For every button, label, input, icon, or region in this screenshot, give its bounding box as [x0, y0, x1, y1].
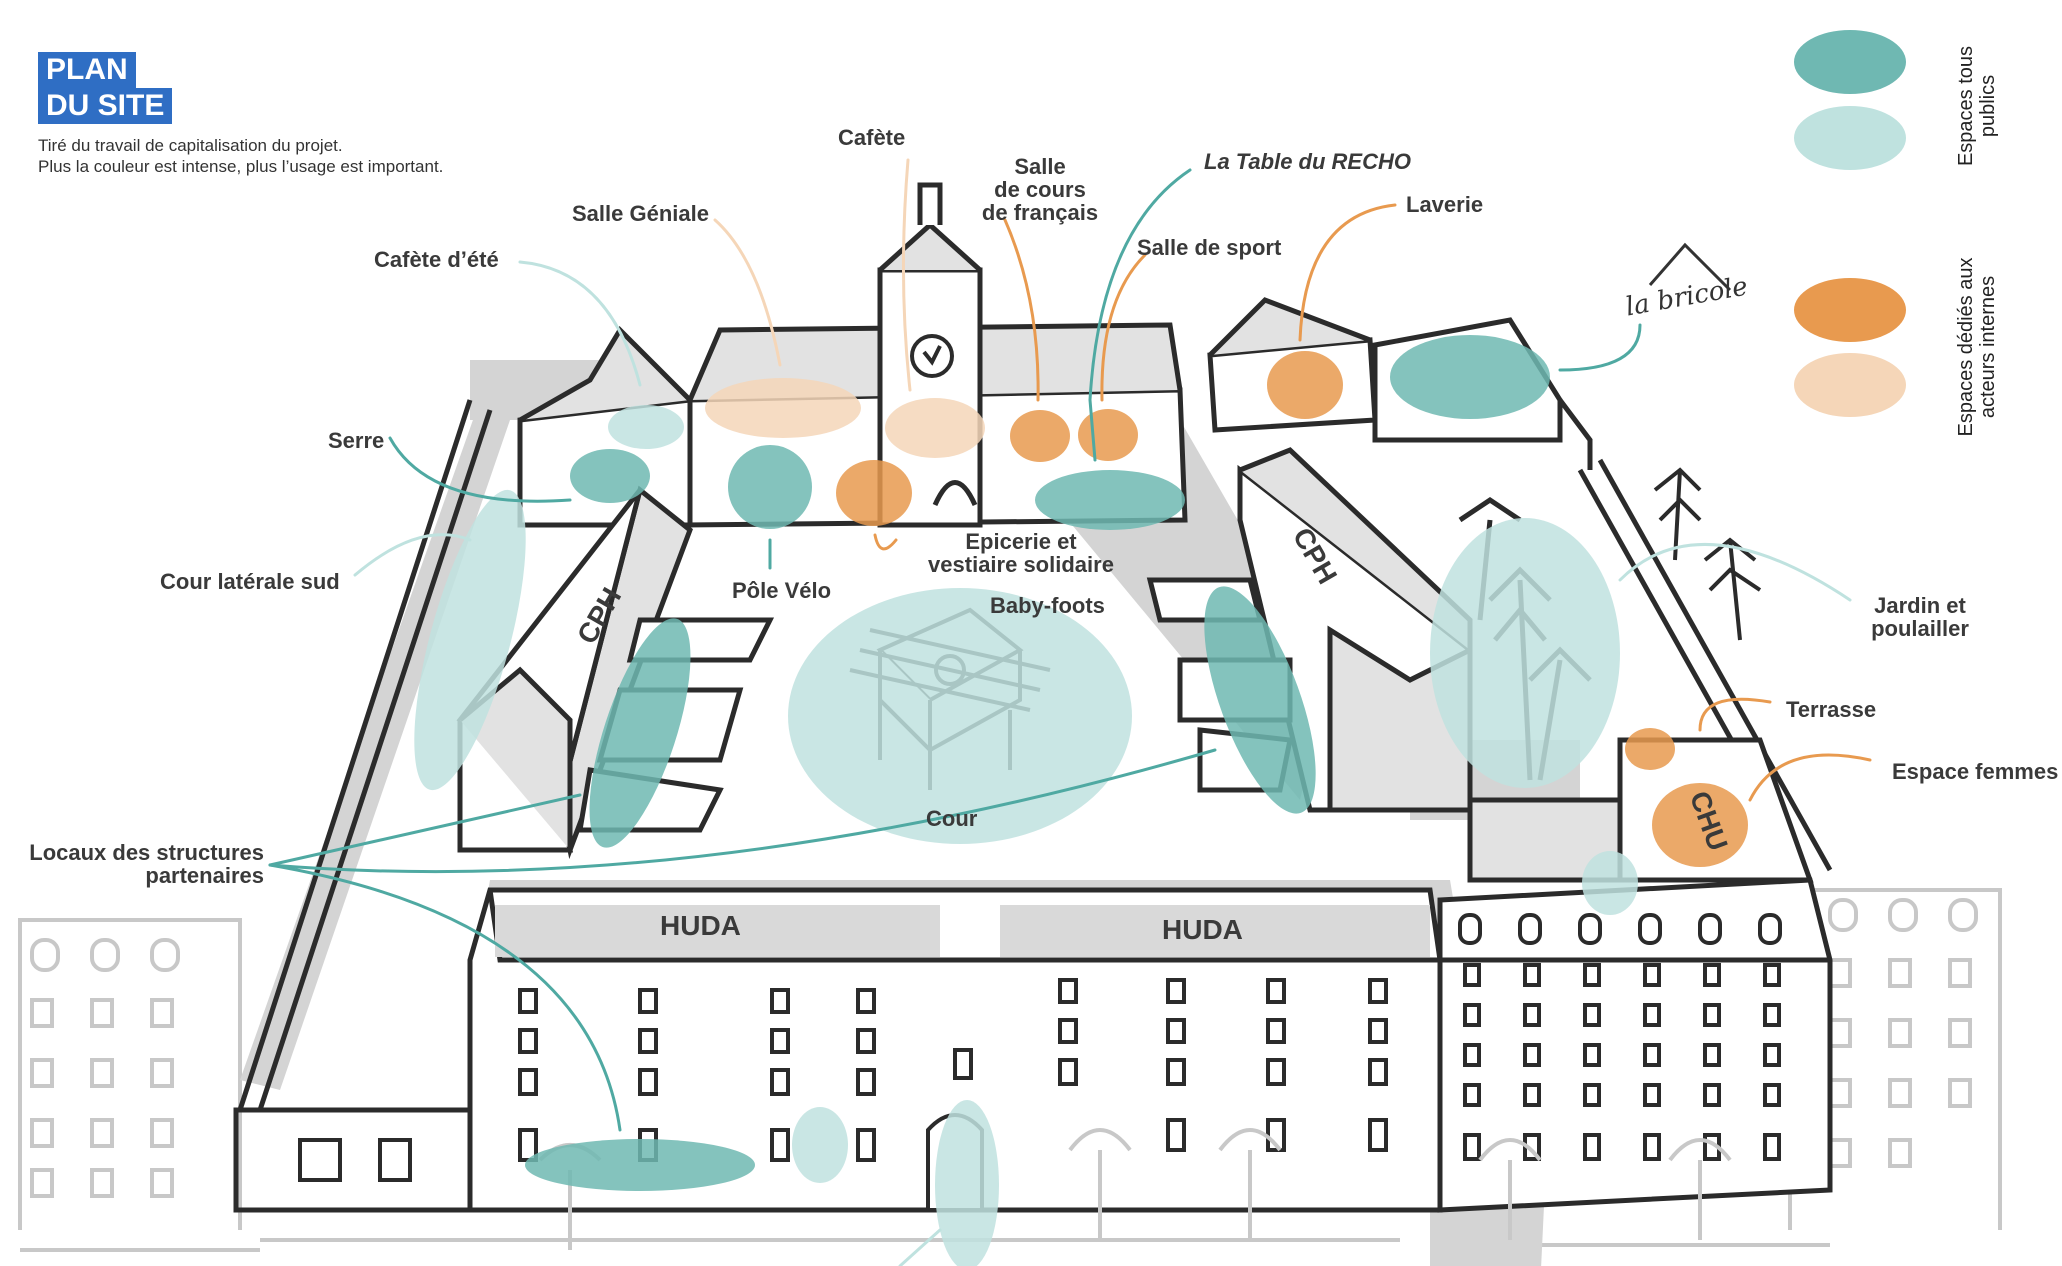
connector-arrows — [268, 158, 1872, 1266]
label-locaux: Locaux des structures partenaires — [20, 841, 264, 887]
building-huda-left: HUDA — [660, 910, 741, 941]
label-epicerie: Epicerie et vestiaire solidaire — [916, 530, 1126, 576]
zones-internal-intense — [836, 351, 1748, 867]
legend-public-label: Espaces tous publics — [1955, 45, 1999, 167]
label-salle-cours-line1: Salle — [1014, 154, 1066, 179]
label-baby-foots: Baby-foots — [990, 593, 1105, 618]
la-bricole-logo-mark — [1648, 242, 1732, 292]
label-salle-geniale: Salle Géniale — [572, 201, 709, 226]
building-huda-right: HUDA — [1162, 914, 1243, 945]
page-subtitle-line1: Tiré du travail de capitalisation du pro… — [38, 136, 343, 155]
label-locaux-line2: partenaires — [145, 863, 264, 888]
label-cour: Cour — [926, 806, 978, 831]
label-salle-cours-line3: de français — [981, 200, 1099, 225]
huda-right-roof — [1000, 905, 1430, 957]
street-trees — [538, 1128, 1732, 1250]
label-laverie: Laverie — [1406, 192, 1484, 217]
label-salle-sport: Salle de sport — [1137, 235, 1282, 260]
label-locaux-line1: Locaux des structures — [29, 840, 264, 865]
label-pole-velo: Pôle Vélo — [732, 578, 832, 603]
label-espace-femmes: Espace femmes — [1892, 759, 2059, 784]
gate — [298, 1138, 412, 1182]
page-title-line2: DU SITE — [38, 88, 173, 124]
label-salle-cours-line2: de cours — [994, 177, 1086, 202]
background-windows — [30, 898, 1978, 1198]
zones-public-intense — [525, 335, 1550, 1191]
label-epicerie-line2: vestiaire solidaire — [928, 552, 1114, 577]
page-title-line1: PLAN — [38, 52, 136, 88]
page-subtitle-line2: Plus la couleur est intense, plus l’usag… — [38, 157, 444, 176]
label-salle-cours: Salle de cours de français — [975, 155, 1105, 224]
legend-swatches — [1794, 30, 1906, 417]
label-serre: Serre — [328, 428, 385, 453]
label-cour-laterale: Cour latérale sud — [160, 569, 340, 594]
garden-trees — [1653, 467, 1762, 641]
legend-internal-label: Espaces dédiés aux acteurs internes — [1955, 257, 1999, 437]
huda-left-roof — [495, 905, 940, 957]
label-table-recho: La Table du RECHO — [1204, 149, 1411, 174]
label-cafete: Cafète — [838, 125, 906, 150]
label-epicerie-line1: Epicerie et — [965, 529, 1077, 554]
label-jardin-line1: Jardin et — [1874, 593, 1966, 618]
zones-public-light — [414, 405, 1638, 1266]
label-jardin: Jardin et poulailler — [1855, 594, 1985, 640]
zones-internal-light — [705, 378, 985, 458]
label-jardin-line2: poulailler — [1871, 616, 1969, 641]
label-cafete-ete: Cafète d’été — [374, 247, 499, 272]
label-terrasse: Terrasse — [1786, 697, 1877, 722]
clock-icon — [910, 334, 954, 378]
